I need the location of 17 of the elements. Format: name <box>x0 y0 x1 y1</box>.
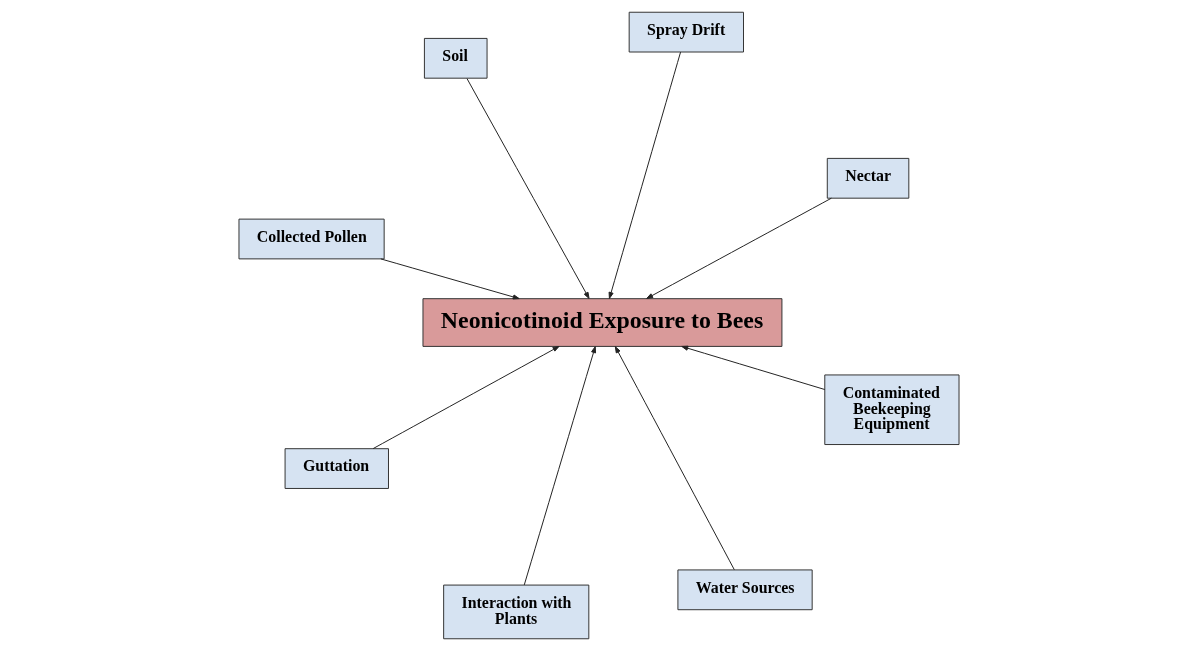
node-box: Neonicotinoid Exposure to Bees <box>421 298 782 347</box>
arrow <box>614 346 735 571</box>
arrow <box>608 51 681 299</box>
node-box: Nectar <box>826 157 909 199</box>
arrow <box>645 197 832 299</box>
arrow <box>466 78 590 299</box>
node-box: Soil <box>423 37 488 79</box>
arrow <box>372 345 559 450</box>
node-box: Spray Drift <box>628 11 744 53</box>
arrow <box>680 345 825 390</box>
arrow <box>523 346 596 586</box>
node-box: Interaction with Plants <box>442 584 589 640</box>
arrow <box>379 258 520 300</box>
node-box: Contaminated Beekeeping Equipment <box>823 374 959 446</box>
node-box: Collected Pollen <box>238 218 385 260</box>
node-box: Water Sources <box>676 569 813 611</box>
node-box: Guttation <box>284 448 389 489</box>
